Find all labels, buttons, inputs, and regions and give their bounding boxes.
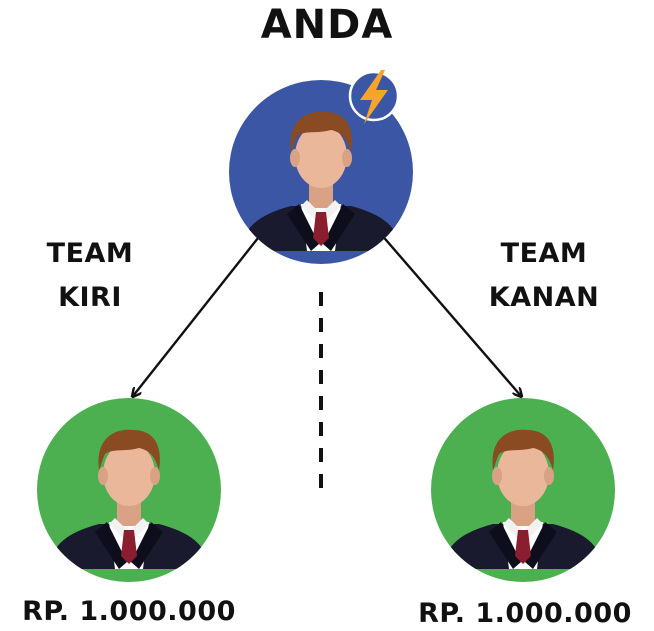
arrow-to-right-team	[379, 232, 521, 396]
title-anda: ANDA	[260, 2, 394, 48]
left-avatar	[37, 398, 221, 582]
team-right-label: TEAM KANAN	[454, 232, 634, 320]
amount-right: RP. 1.000.000	[418, 598, 632, 629]
arrow-to-left-team	[133, 232, 263, 396]
team-right-line1: TEAM	[500, 238, 588, 269]
team-left-line1: TEAM	[46, 238, 134, 269]
lightning-icon	[348, 70, 400, 124]
top-avatar	[229, 80, 413, 264]
team-left-label: TEAM KIRI	[20, 232, 160, 320]
amount-left: RP. 1.000.000	[22, 596, 236, 627]
right-avatar	[431, 398, 615, 582]
team-right-line2: KANAN	[488, 282, 600, 313]
team-left-line2: KIRI	[58, 282, 122, 313]
